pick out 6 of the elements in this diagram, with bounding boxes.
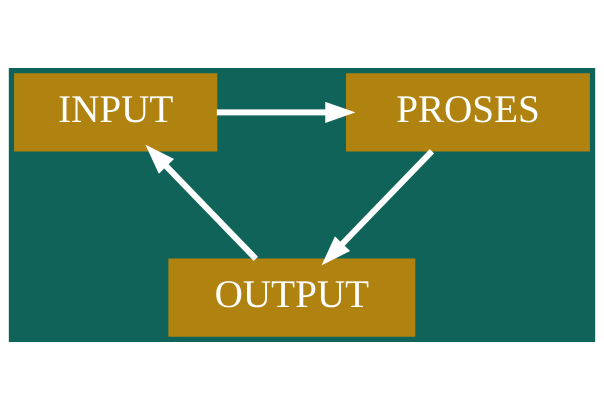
arrow [322, 148, 434, 265]
node-box: OUTPUT [168, 258, 416, 336]
node-box: PROSES [346, 72, 590, 152]
node-box: INPUT [14, 72, 218, 152]
arrow [145, 144, 258, 260]
arrow [216, 101, 356, 122]
